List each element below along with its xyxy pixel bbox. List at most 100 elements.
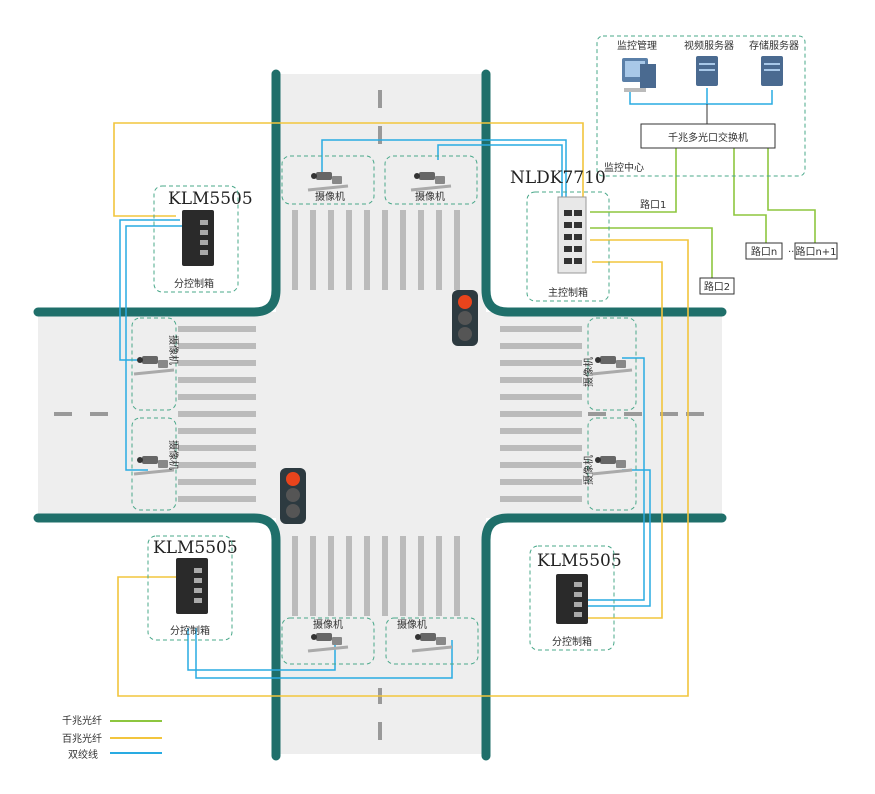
server-bus [629,90,773,105]
curb-nw [33,69,281,317]
camera-label: 摄像机 [167,440,180,470]
zebra-stripe [346,536,352,616]
server-label-storage: 存储服务器 [749,39,799,52]
zebra-stripe [292,210,298,290]
sub-box-label-se: 分控制箱 [552,635,592,648]
zebra-stripe [328,536,334,616]
zebra-stripe [310,210,316,290]
vertical-road [276,74,486,754]
zebra-stripe [500,343,582,349]
control-center-title: 监控中心 [604,161,644,174]
curb-sw [33,513,281,761]
curb-ne [481,69,727,317]
server-label-monitor: 监控管理 [617,39,657,52]
zebra-stripe [500,360,582,366]
zebra-stripe [328,210,334,290]
zebra-stripe [400,210,406,290]
zebra-stripe [382,536,388,616]
camera-label: 摄像机 [313,618,343,631]
traffic-light-ne [452,290,478,346]
zebra-stripe [178,428,256,434]
zebra-stripe [178,360,256,366]
camera-icon [133,456,175,476]
camera-groups: 摄像机摄像机摄像机摄像机摄像机摄像机摄像机摄像机 [131,155,637,665]
sub-box-label-nw: 分控制箱 [174,277,214,290]
zebra-stripe [500,326,582,332]
legend: 千兆光纤 百兆光纤 双绞线 [62,714,162,761]
camera-icon [411,633,453,653]
main-control-box: NLDK7710 主控制箱 [510,168,610,302]
zebra-stripe [400,536,406,616]
red-light-icon [458,295,472,309]
camera-icon [591,356,633,376]
camera-label: 摄像机 [397,618,427,631]
sub-control-box-se: KLM5505 分控制箱 [529,545,622,651]
legend-label-fast: 百兆光纤 [62,732,102,745]
camera-icon [133,356,175,376]
camera-group: 摄像机 [582,317,637,411]
zebra-stripe [178,343,256,349]
camera-icon [410,172,452,192]
camera-group: 摄像机 [384,155,478,205]
zebra-stripe [500,411,582,417]
zebra-stripe [436,210,442,290]
main-box-label: 主控制箱 [548,286,588,299]
sub-box-model-sw: KLM5505 [153,538,238,558]
camera-icon [591,456,633,476]
camera-label: 摄像机 [415,190,445,203]
port-box-n1 [794,242,838,260]
port-labels: 路口1 路口2 路口n ······ 路口n+1 [640,198,838,295]
curb-se [481,513,727,761]
zebra-stripe [500,377,582,383]
switch-label: 千兆多光口交换机 [668,131,748,144]
zebra-stripe [500,394,582,400]
gigabit-fiber-links [590,148,816,278]
camera-group: 摄像机 [385,617,479,665]
camera-group: 摄像机 [281,617,375,665]
zebra-stripe [178,496,256,502]
camera-icon [307,172,349,192]
zebra-stripe [500,445,582,451]
camera-label: 摄像机 [315,190,345,203]
zebra-stripe [310,536,316,616]
camera-group: 摄像机 [582,417,637,511]
gigabit-switch [640,123,776,149]
zebra-crossings [178,210,582,616]
server-label-video: 视频服务器 [684,39,734,52]
zebra-stripe [178,411,256,417]
main-box-model: NLDK7710 [510,168,606,188]
zebra-stripe [418,210,424,290]
camera-group: 摄像机 [131,417,180,511]
port-label-2: 路口2 [704,280,730,293]
port-label-n: 路口n [751,245,777,258]
zebra-stripe [382,210,388,290]
sub-box-model-nw: KLM5505 [168,189,253,209]
zebra-stripe [178,326,256,332]
port-label-1: 路口1 [640,198,666,211]
control-center-box [596,35,806,177]
zebra-stripe [418,536,424,616]
zebra-stripe [454,210,460,290]
sub-switch-device-sw [176,558,208,614]
zebra-stripe [178,445,256,451]
zebra-stripe [436,536,442,616]
sub-box-label-sw: 分控制箱 [170,624,210,637]
zebra-stripe [178,394,256,400]
sub-box-model-se: KLM5505 [537,551,622,571]
port-label-n1: 路口n+1 [795,245,836,258]
zebra-stripe [364,536,370,616]
zebra-stripe [500,462,582,468]
zebra-stripe [178,462,256,468]
zebra-stripe [346,210,352,290]
camera-group: 摄像机 [131,317,180,411]
control-center: 监控中心 监控管理 视频服务器 存储服务器 千兆多光口交换机 [596,35,806,177]
zebra-stripe [454,536,460,616]
camera-icon [307,633,349,653]
zebra-stripe [500,496,582,502]
legend-label-gigabit: 千兆光纤 [62,714,102,727]
video-server-icon [696,56,718,86]
zebra-stripe [178,479,256,485]
zebra-stripe [292,536,298,616]
camera-group: 摄像机 [281,155,375,205]
